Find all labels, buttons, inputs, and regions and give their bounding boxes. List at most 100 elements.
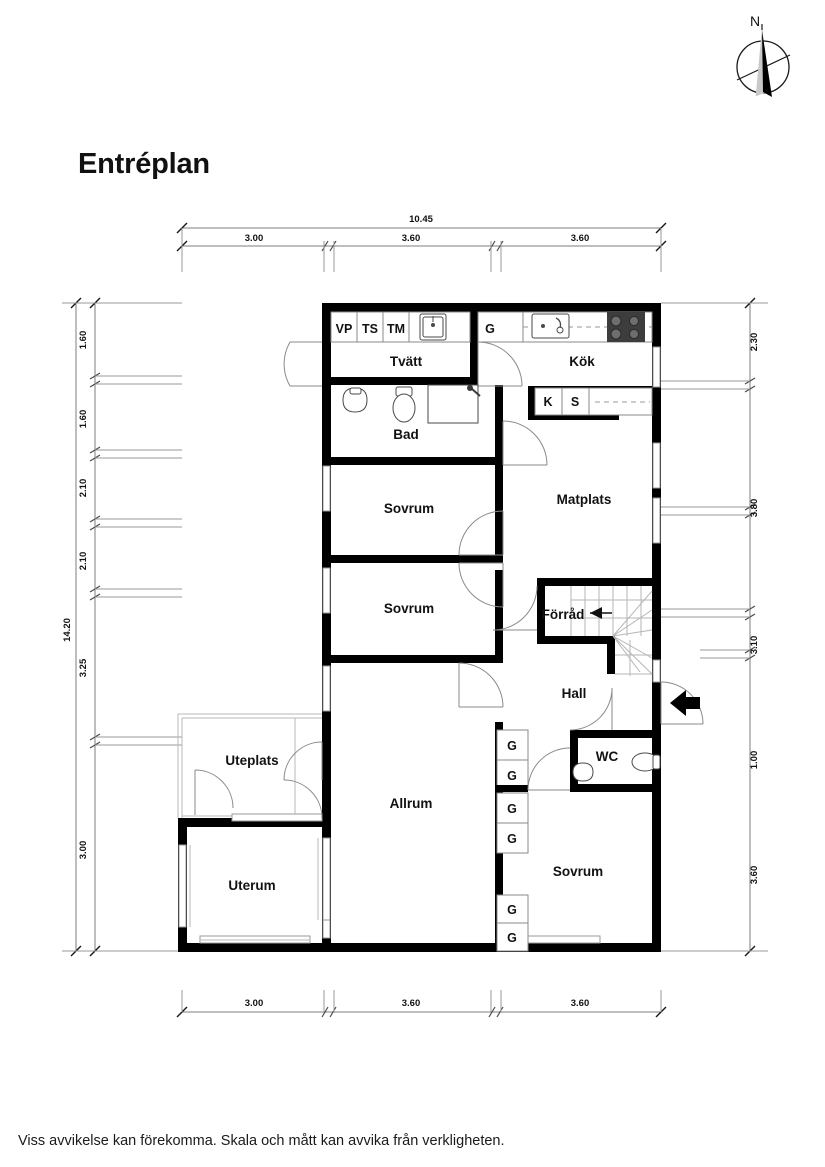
right-dim-seg-0: 2.30 <box>749 333 760 352</box>
wardrobe-label-3: G <box>507 802 517 816</box>
room-forrad: Förråd <box>492 585 653 676</box>
cabinet-label-k: K <box>543 395 552 409</box>
room-matplats: Matplats <box>557 492 612 507</box>
top-dimensions: 10.45 3.00 3.60 3.60 <box>176 214 667 272</box>
kitchen-sink-icon <box>531 313 570 339</box>
room-bad: Bad <box>342 384 548 466</box>
bottom-dim-seg-1: 3.60 <box>402 998 421 1009</box>
page-title: Entréplan <box>78 148 210 180</box>
cabinet-label-s: S <box>571 395 579 409</box>
room-kok: K S Kök <box>522 311 653 420</box>
compass-north-label: N <box>750 13 760 29</box>
top-dim-seg-0: 3.00 <box>245 233 264 244</box>
left-dim-seg-2: 2.10 <box>78 479 89 498</box>
compass-rose-icon: N <box>736 13 791 97</box>
cabinet-label-g-laundry: G <box>485 322 495 336</box>
door-uterum-patio-icon <box>194 769 234 809</box>
right-dimensions: 2.30 3.80 3.10 1.00 3.60 <box>661 297 768 957</box>
door-sovrum-1-icon <box>458 510 504 556</box>
room-label-matplats: Matplats <box>557 492 612 507</box>
left-dim-seg-4: 3.25 <box>78 658 89 677</box>
wardrobe-g-1 <box>496 729 529 761</box>
wc-washbasin-icon <box>572 762 594 782</box>
room-sovrum-1: Sovrum <box>384 501 504 556</box>
bottom-dim-seg-2: 3.60 <box>571 998 590 1009</box>
room-allrum: Allrum <box>390 796 433 811</box>
room-label-allrum: Allrum <box>390 796 433 811</box>
top-dim-seg-1: 3.60 <box>402 233 421 244</box>
wardrobe-label-5: G <box>507 903 517 917</box>
top-total-dim: 10.45 <box>409 214 433 225</box>
appliance-vp <box>330 311 358 343</box>
room-label-uterum: Uterum <box>228 878 275 893</box>
room-label-sovrum-2: Sovrum <box>384 601 434 616</box>
left-dim-seg-5: 3.00 <box>78 841 89 860</box>
shower-head-icon <box>467 385 481 397</box>
appliance-ts <box>356 311 384 343</box>
wardrobe-label-6: G <box>507 931 517 945</box>
door-uteplats-2-icon <box>283 779 323 819</box>
cabinet-g-laundry <box>477 311 524 343</box>
shower-area <box>427 384 479 424</box>
room-hall: Hall <box>458 662 704 731</box>
room-uterum: Uterum <box>189 838 319 941</box>
right-dim-seg-1: 3.80 <box>749 499 760 518</box>
right-dim-seg-4: 3.60 <box>749 866 760 885</box>
door-bad-icon <box>502 420 548 466</box>
room-sovrum-2: Sovrum <box>384 562 504 616</box>
room-wc: WC <box>572 749 661 782</box>
wardrobe-g-5 <box>496 894 529 924</box>
storage-arrow-icon <box>590 607 612 619</box>
right-dim-seg-2: 3.10 <box>749 636 760 655</box>
appliance-label-vp: VP <box>336 322 353 336</box>
room-label-hall: Hall <box>562 686 587 701</box>
door-tvatt-exterior-icon <box>283 341 291 387</box>
wardrobe-g-6 <box>496 922 529 952</box>
door-sovrum-3-icon <box>527 747 571 791</box>
windows <box>178 346 661 944</box>
bottom-dim-seg-0: 3.00 <box>245 998 264 1009</box>
room-label-kok: Kök <box>569 354 595 369</box>
wardrobe-label-1: G <box>507 739 517 753</box>
left-dim-seg-3: 2.10 <box>78 552 89 571</box>
top-dim-seg-2: 3.60 <box>571 233 590 244</box>
wardrobe-g-3 <box>496 792 529 824</box>
door-hall-allrum-icon <box>458 662 504 708</box>
entrance-door <box>660 681 704 725</box>
cabinet-s <box>561 387 590 416</box>
wardrobe-column: G G G G G G <box>495 729 571 952</box>
room-tvatt: VP TS TM G Tvätt <box>283 311 524 387</box>
left-dimensions: 14.20 <box>62 297 182 957</box>
left-dim-seg-1: 1.60 <box>78 410 89 429</box>
left-dim-seg-0: 1.60 <box>78 331 89 350</box>
room-uteplats: Uteplats <box>194 741 323 819</box>
wardrobe-label-2: G <box>507 769 517 783</box>
staircase-icon <box>570 586 653 676</box>
room-label-wc: WC <box>596 749 619 764</box>
washbasin-icon <box>342 387 368 413</box>
uteplats-area <box>177 713 322 818</box>
door-sovrum-2-icon <box>458 562 504 608</box>
room-label-sovrum-3: Sovrum <box>553 864 603 879</box>
right-dim-seg-3: 1.00 <box>749 751 760 770</box>
room-label-uteplats: Uteplats <box>225 753 278 768</box>
room-label-bad: Bad <box>393 427 419 442</box>
left-total-dim: 14.20 <box>62 618 73 642</box>
appliance-label-ts: TS <box>362 322 378 336</box>
room-label-forrad: Förråd <box>542 607 585 622</box>
wardrobe-label-4: G <box>507 832 517 846</box>
door-forrad-icon <box>492 585 538 631</box>
appliance-label-tm: TM <box>387 322 405 336</box>
room-sovrum-3: Sovrum <box>553 864 603 879</box>
door-uteplats-icon <box>283 741 323 781</box>
door-tvatt-icon <box>477 341 523 387</box>
appliance-tm <box>382 311 410 343</box>
bottom-dimensions: 3.00 3.60 3.60 <box>176 990 667 1018</box>
room-label-sovrum-1: Sovrum <box>384 501 434 516</box>
wardrobe-g-4 <box>496 822 529 854</box>
entrance-arrow-icon <box>670 690 700 716</box>
disclaimer-note: Viss avvikelse kan förekomma. Skala och … <box>18 1133 505 1149</box>
door-wc-icon <box>569 687 613 731</box>
